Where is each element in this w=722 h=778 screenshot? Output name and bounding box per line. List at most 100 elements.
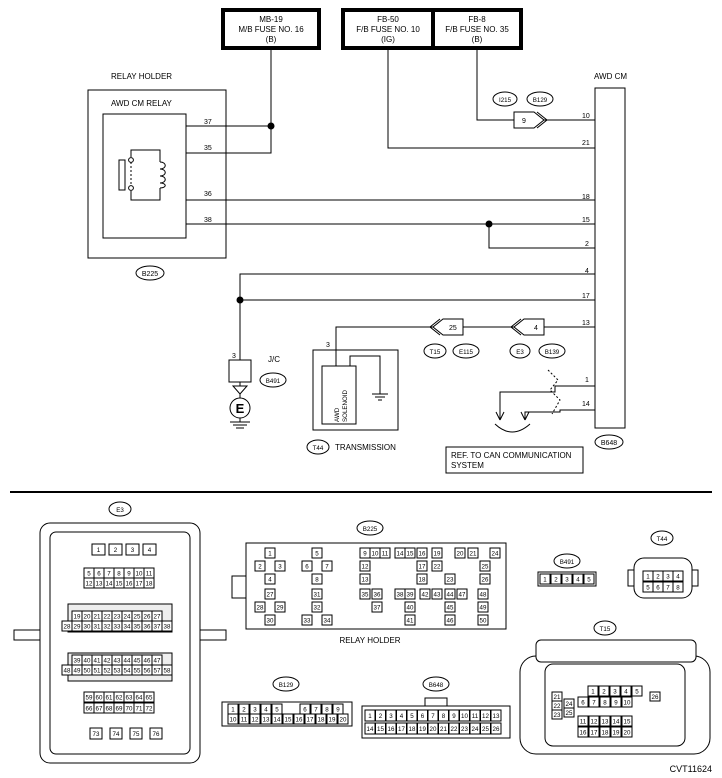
ground-e-label: E (236, 401, 245, 416)
t44-pin-8-cell (672, 581, 684, 593)
b648-pin-22: 22 (451, 726, 458, 733)
b225-pin-39-cell (404, 588, 416, 600)
e3-pin-57: 57 (154, 667, 161, 674)
inline-connector-e3: 4 E3 B139 (509, 318, 566, 359)
b225-pin-2: 2 (258, 563, 262, 570)
b225-pin-23: 23 (447, 576, 454, 583)
relay-pin-36: 36 (204, 191, 212, 198)
e3-pin-66: 66 (86, 705, 93, 712)
b225-pin-33: 33 (304, 617, 311, 624)
b648-pin-17: 17 (398, 726, 405, 733)
b225-pin-26-cell (479, 573, 491, 585)
t15-pin-23: 23 (554, 712, 561, 719)
e3-pin-16: 16 (126, 580, 133, 587)
b648-pin-5: 5 (410, 713, 414, 720)
t15-pin-18: 18 (602, 729, 609, 736)
t15-pin-7: 7 (592, 699, 596, 706)
b225-pin-22-cell (431, 560, 443, 572)
b225-pin-44: 44 (447, 591, 454, 598)
b225-pin-46: 46 (447, 617, 454, 624)
e3-pin-18-cell (143, 577, 155, 589)
jc-title: J/C (268, 355, 280, 364)
e3-pin-46: 46 (144, 657, 151, 664)
t15-pin-9-cell (610, 696, 622, 708)
inline-connector-t15: 25 T15 E115 (423, 318, 480, 359)
e3-pin-72: 72 (146, 705, 153, 712)
awd-cm-title: AWD CM (594, 72, 627, 81)
b225-pin-47-cell (456, 588, 468, 600)
t44-pin-5: 5 (646, 584, 650, 591)
t15-pin-15: 15 (624, 718, 631, 725)
b225-pin-37: 37 (374, 604, 381, 611)
b225-pin-39: 39 (407, 591, 414, 598)
b129-pin-18: 18 (318, 716, 325, 723)
e3-pin-44: 44 (124, 657, 131, 664)
solenoid-label-2: SOLENOID (342, 389, 349, 422)
solenoid-body (321, 365, 357, 425)
b491-pin-1-cell (539, 573, 551, 585)
e3-inline-label: E3 (516, 349, 524, 356)
b648-pin-21: 21 (440, 726, 447, 733)
b491-tag-label: B491 (266, 378, 281, 385)
b491-pin-3: 3 (565, 576, 569, 583)
b129-pin-16-cell (293, 713, 305, 725)
t15-pin-1: 1 (591, 688, 595, 695)
b129-pin-5: 5 (275, 706, 279, 713)
t15-pin-22: 22 (554, 703, 561, 710)
b648-pin-20: 20 (430, 726, 437, 733)
cm-pin-10: 10 (582, 113, 590, 120)
b491-pin-1: 1 (543, 576, 547, 583)
b648-pin-11: 11 (472, 713, 479, 720)
b491-pin-4: 4 (576, 576, 580, 583)
e3-pin-18: 18 (146, 580, 153, 587)
e3-pin-63: 63 (126, 694, 133, 701)
e3-pin-34: 34 (124, 623, 131, 630)
t15-pin-13: 13 (602, 718, 609, 725)
b129-pin-8: 8 (325, 706, 329, 713)
b129-pin-10-cell (227, 713, 239, 725)
t15-pin-20-cell (621, 726, 633, 738)
e3-pin-51: 51 (94, 667, 101, 674)
b648-connector-tag (594, 434, 624, 450)
b225-pin-13-cell (359, 573, 371, 585)
ground-symbol-icon (230, 418, 250, 429)
e3-pin-64: 64 (136, 694, 143, 701)
b225-pin-33-cell (301, 614, 313, 626)
e3-pin-30: 30 (84, 623, 91, 630)
e3-pin-45: 45 (134, 657, 141, 664)
b225-pin-5-cell (311, 547, 323, 559)
b225-pin-35: 35 (362, 591, 369, 598)
face-b129-label: B129 (279, 682, 294, 689)
face-t15-label: T15 (600, 626, 611, 633)
b225-pin-3: 3 (278, 563, 282, 570)
b129-pin-17-cell (304, 713, 316, 725)
t15-pin-10: 10 (624, 699, 631, 706)
b225-caption: RELAY HOLDER (339, 636, 400, 645)
b225-pin-28-cell (254, 601, 266, 613)
b225-pin-42: 42 (422, 591, 429, 598)
b225-pin-41: 41 (407, 617, 414, 624)
e3-pin-58: 58 (164, 667, 171, 674)
e3-pin-67: 67 (96, 705, 103, 712)
b129-pin-14: 14 (274, 716, 281, 723)
awd-cm-box (594, 87, 626, 429)
e3-pin-76: 76 (153, 731, 160, 738)
b225-pin-24-cell (489, 547, 501, 559)
b648-pin-9: 9 (452, 713, 456, 720)
face-b648-label: B648 (429, 682, 444, 689)
b225-pin-40: 40 (407, 604, 414, 611)
e3-pin-33: 33 (114, 623, 121, 630)
b225-pin-50: 50 (480, 617, 487, 624)
i215-pin: 9 (522, 118, 526, 125)
t15-pin-17-cell (588, 726, 600, 738)
e3-pin-26: 26 (144, 613, 151, 620)
b648-pin-8: 8 (442, 713, 446, 720)
e3-pin-53: 53 (114, 667, 121, 674)
t44-pin-4: 4 (676, 573, 680, 580)
t15-pin-11-cell (577, 715, 589, 727)
